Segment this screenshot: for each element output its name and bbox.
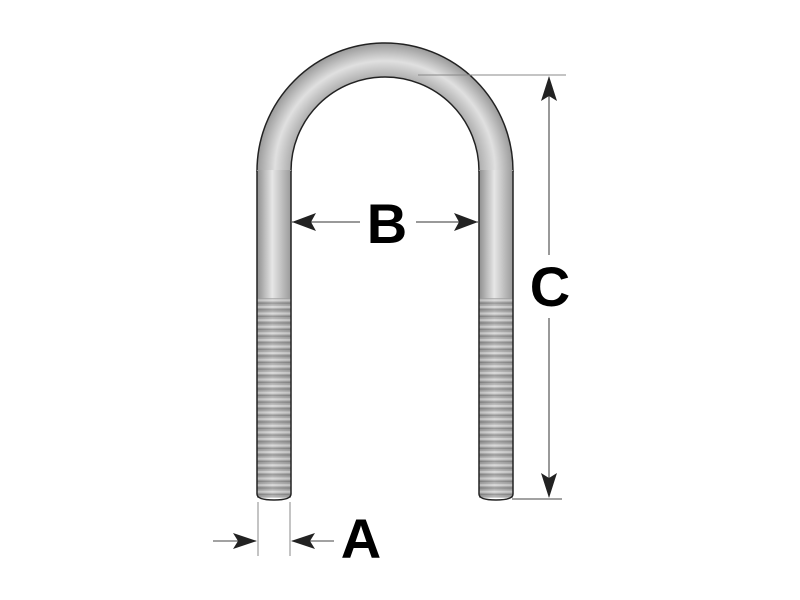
dimension-c: C — [418, 74, 570, 500]
arrow-down-icon — [541, 473, 557, 498]
dimension-b: B — [292, 192, 478, 255]
label-b: B — [367, 192, 407, 255]
u-bolt-bend — [256, 42, 514, 172]
label-c: C — [530, 255, 570, 318]
dimension-a: A — [213, 502, 381, 570]
arrow-left-icon — [292, 213, 316, 231]
arrow-right-icon — [454, 213, 478, 231]
left-leg-smooth — [257, 170, 291, 300]
arrow-up-icon — [541, 76, 557, 101]
arrow-left-icon — [291, 533, 315, 549]
u-bolt — [256, 42, 514, 501]
arrow-right-icon — [233, 533, 257, 549]
right-leg-smooth — [479, 170, 513, 300]
label-a: A — [341, 507, 381, 570]
